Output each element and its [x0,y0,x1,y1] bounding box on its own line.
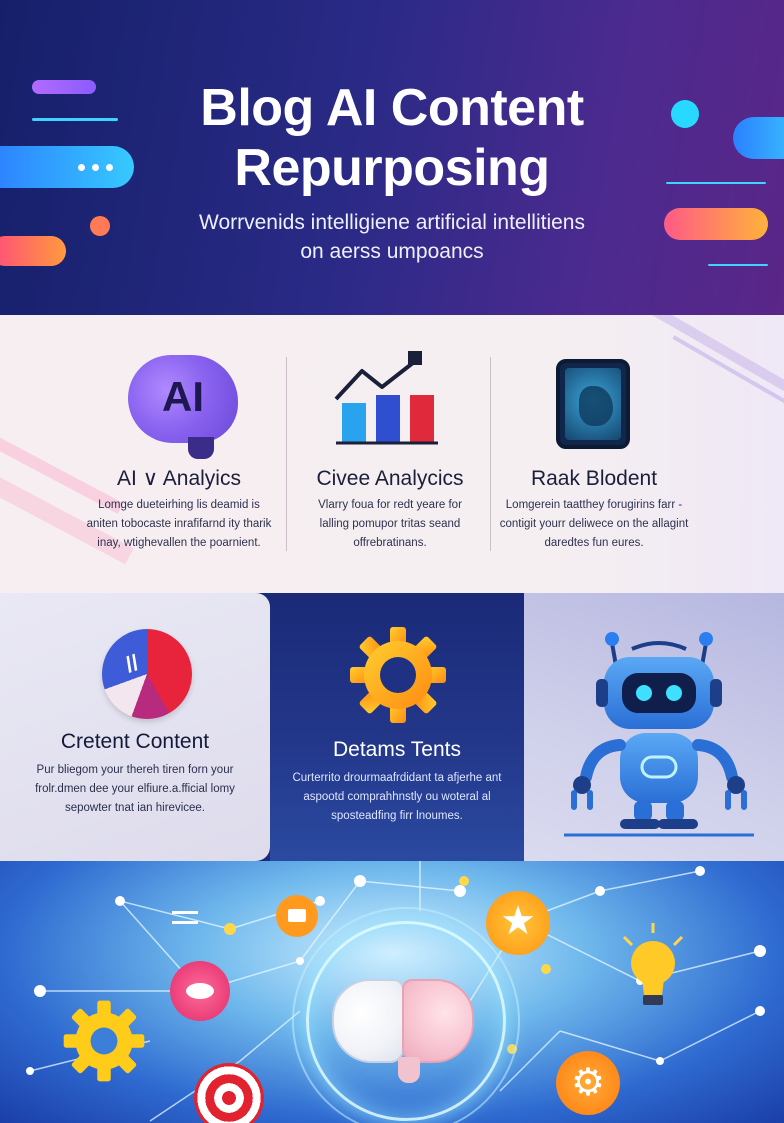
card-description-line: Curterrito drourmaafrdidant ta afjerhe a… [292,772,502,784]
card-title: Cretent Content [60,730,210,753]
menu-line [172,921,198,924]
card-title: Detams Tents [333,738,461,761]
decorative-line [32,118,118,121]
gear-icon [350,627,446,723]
page-subtitle-line-1: Worrvenids intelligiene artificial intel… [199,211,585,234]
network-brain-icon [402,979,474,1063]
feature-title: Raak Blodent [530,467,658,490]
feature-card-ai-analytics: AI AI ∨ Analyics Lomge dueteirhing lis d… [72,315,286,593]
feature-description: Vlarry foua for redt yeare for lalling p… [290,496,490,553]
decorative-pill [733,117,784,159]
feature-description-line: daredtes fun eures. [544,537,644,549]
feature-title: Civee Analycics [316,467,464,490]
hero-banner: Blog AI Content Repurposing Worrvenids i… [0,0,784,315]
feature-description: Lomgerein taatthey forugirins farr - con… [494,496,694,553]
card-description-line: sepowter tnat ian hirevicee. [65,802,205,814]
card-robot [524,593,784,861]
feature-description-line: inay, wtighevallen the poarnient. [97,537,261,549]
bar-chart-icon [334,351,438,445]
page-subtitle-line-2: on aerss umpoancs [300,240,484,263]
feature-card-civee-analycics: Civee Analycics Vlarry foua for redt yea… [290,315,490,593]
network-ring [292,907,520,1123]
feature-description-line: Lomge dueteirhing lis deamid is [98,499,260,511]
decorative-dot [90,216,110,236]
brain-stem [398,1057,420,1083]
decorative-pill [32,80,96,94]
decorative-line [666,182,766,184]
robot-icon [564,632,754,837]
card-description: Pur bliegom your thereh tiren forn your … [0,761,270,818]
page-title: Blog AI Content Repurposing [0,78,784,198]
feature-card-raak-blodent: Raak Blodent Lomgerein taatthey forugiri… [494,315,694,593]
decorative-pill [664,208,768,240]
feature-description-line: offrebratinans. [353,537,427,549]
lightbulb-icon [622,923,684,1005]
divider [286,357,287,551]
content-logo-icon: // [102,629,192,719]
feature-description-line: aniten tobocaste inrafifarnd ity tharik [86,518,272,530]
card-detams-tents: Detams Tents Curterrito drourmaafrdidant… [270,593,524,861]
divider [490,357,491,551]
features-row: AI AI ∨ Analyics Lomge dueteirhing lis d… [0,315,784,593]
feature-description-line: Lomgerein taatthey forugirins farr - [505,499,683,511]
ai-brain-icon: AI [128,355,238,459]
feature-description-line: Vlarry foua for redt yeare for [318,499,462,511]
network-banner: ★ ⚙ [0,861,784,1123]
menu-line [172,911,198,914]
card-description-line: sposteadfing firr lnoumes. [331,810,463,822]
feature-description-line: lalling pomupor tritas seand [319,518,461,530]
ai-brain-label: AI [162,373,204,420]
feature-description: Lomge dueteirhing lis deamid is aniten t… [72,496,286,553]
decorative-pill [0,236,66,266]
middle-row: // Cretent Content Pur bliegom your ther… [0,593,784,861]
folder-icon [276,895,318,937]
settings-icon: ⚙ [556,1051,620,1115]
gear-icon [63,1000,145,1082]
card-description: Curterrito drourmaafrdidant ta afjerhe a… [270,769,524,826]
bow-icon [170,961,230,1021]
card-cretent-content: // Cretent Content Pur bliegom your ther… [0,593,270,861]
tablet-map-icon [556,359,630,449]
network-brain-icon [332,979,404,1063]
page-subtitle: Worrvenids intelligiene artificial intel… [0,208,784,266]
feature-description-line: contigit yourr deliwece on the allagint [499,518,689,530]
card-description-line: aspootd comprahhnstly ou woteral al [303,791,491,803]
decorative-dot [671,100,699,128]
page-title-line-1: Blog AI Content [200,79,584,137]
card-description-line: frolr.dmen dee your elfiure.a.fficial lo… [35,783,235,795]
star-icon: ★ [486,891,550,955]
page-title-line-2: Repurposing [234,139,550,197]
chat-bubble-icon [0,146,134,188]
feature-title: AI ∨ Analyics [117,467,241,490]
network-ring [306,921,506,1121]
card-description-line: Pur bliegom your thereh tiren forn your [36,764,234,776]
decorative-line [708,264,768,266]
target-icon [194,1063,264,1123]
